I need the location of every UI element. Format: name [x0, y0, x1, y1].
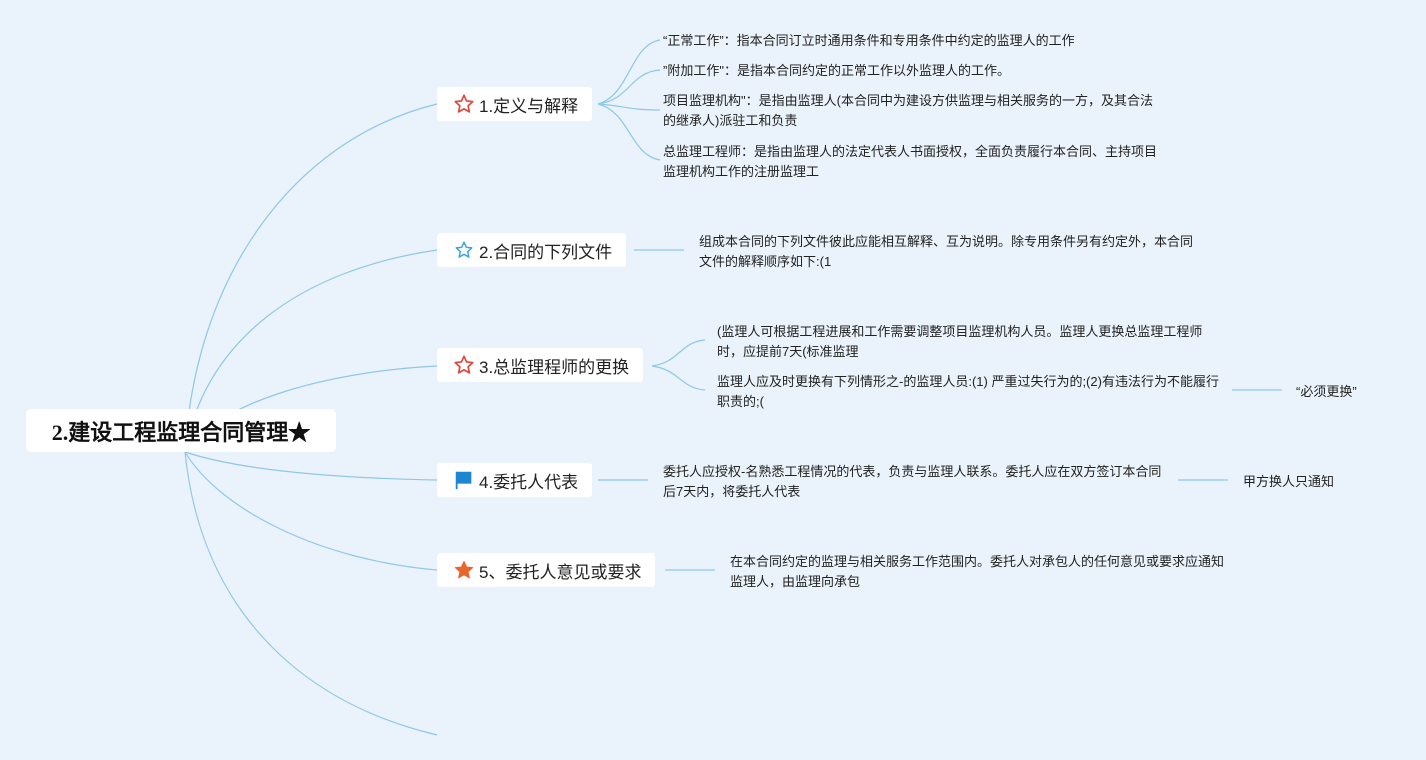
star-filled-orange-icon	[453, 559, 475, 581]
branch-1-node[interactable]: 1.定义与解释	[437, 87, 593, 121]
branch-1-child-3[interactable]: 项目监理机构"：是指由监理人(本合同中为建设方供监理与相关服务的一方，及其合法的…	[663, 93, 1153, 128]
branch-1-child-1-line	[597, 39, 661, 105]
branch-1-child-2-line	[597, 69, 661, 105]
star-outline-blue-icon	[453, 239, 475, 261]
root-to-branch-4-line	[184, 451, 438, 481]
branch-1-label: 1.定义与解释	[479, 96, 579, 116]
branch-1-child-3-line	[597, 103, 661, 111]
branch-1-child-2[interactable]: ”附加工作"：是指本合同约定的正常工作以外监理人的工作。	[663, 63, 1010, 78]
branch-1-child-4-line	[597, 103, 661, 161]
root-to-branch-1-line	[184, 103, 438, 453]
branch-2-node[interactable]: 2.合同的下列文件	[437, 233, 627, 267]
branch-3-child-1[interactable]: (监理人可根据工程进展和工作需要调整项目监理机构人员。监理人更换总监理工程师时，…	[717, 324, 1203, 359]
root-to-branch-6-line	[184, 451, 438, 736]
branch-5-node[interactable]: 5、委托人意见或要求	[437, 553, 656, 587]
root-topic[interactable]: 2.建设工程监理合同管理★	[26, 409, 336, 452]
root-to-branch-5-line	[184, 451, 438, 571]
branch-1-child-4[interactable]: 总监理工程师：是指由监理人的法定代表人书面授权，全面负责履行本合同、主持项目监理…	[663, 144, 1158, 179]
branch-4-node[interactable]: 4.委托人代表	[437, 463, 593, 497]
branch-3-child-2[interactable]: 监理人应及时更换有下列情形之-的监理人员:(1) 严重过失行为的;(2)有违法行…	[717, 374, 1219, 409]
branch-1-child-1[interactable]: “正常工作”：指本合同订立时通用条件和专用条件中约定的监理人的工作	[663, 33, 1075, 48]
branch-4-subnote[interactable]: 甲方换人只通知	[1243, 474, 1335, 489]
star-outline-red-icon	[453, 354, 475, 376]
branch-3-label: 3.总监理程师的更换	[479, 357, 630, 377]
branch-3-subnote[interactable]: “必须更换”	[1296, 384, 1357, 399]
branch-5-label: 5、委托人意见或要求	[479, 562, 642, 582]
star-outline-red-icon	[453, 93, 475, 115]
root-topic-label: 2.建设工程监理合同管理★	[51, 419, 311, 445]
branch-2-child-1[interactable]: 组成本合同的下列文件彼此应能相互解释、互为说明。除专用条件另有约定外，本合同文件…	[699, 234, 1194, 269]
branch-3-child-2-line	[651, 365, 706, 391]
branch-4-label: 4.委托人代表	[479, 472, 579, 492]
branch-5-child-1[interactable]: 在本合同约定的监理与相关服务工作范围内。委托人对承包人的任何意见或要求应通知监理…	[730, 554, 1225, 589]
branch-4-child-1[interactable]: 委托人应授权-名熟悉工程情况的代表，负责与监理人联系。委托人应在双方签订本合同后…	[663, 464, 1162, 499]
flag-icon	[453, 469, 475, 491]
branch-3-node[interactable]: 3.总监理程师的更换	[437, 348, 644, 382]
branch-3-child-1-line	[651, 339, 706, 367]
branch-2-label: 2.合同的下列文件	[479, 242, 613, 262]
